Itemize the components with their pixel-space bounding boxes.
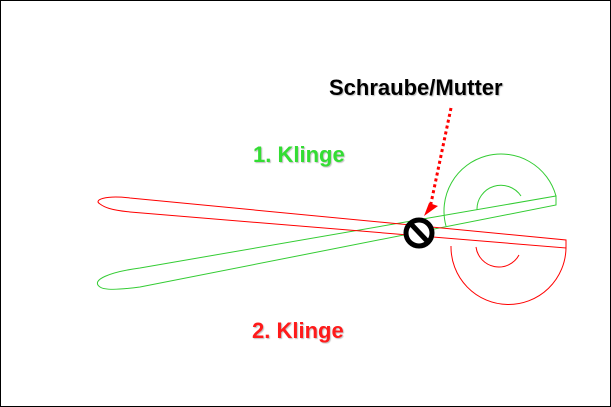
pointer-head — [424, 203, 438, 216]
screw-slash — [409, 222, 430, 244]
blade-2-handle-inner — [475, 246, 520, 268]
blade-1 — [97, 153, 557, 290]
blade-2 — [97, 196, 567, 305]
blade-1-handle-outer — [443, 153, 557, 227]
blade-2-edge — [97, 196, 567, 249]
blade-2-handle-outer — [450, 245, 567, 305]
dotted-arrow-icon — [424, 107, 453, 216]
blade-1-edge — [97, 195, 557, 290]
blade-1-handle-inner — [476, 184, 522, 211]
prohibition-circle-icon — [403, 217, 435, 249]
screw-nut-label: Schraube/Mutter — [329, 75, 503, 100]
pointer-shaft — [428, 107, 453, 209]
blade-1-label: 1. Klinge — [253, 142, 345, 167]
blade-2-label: 2. Klinge — [252, 318, 344, 343]
